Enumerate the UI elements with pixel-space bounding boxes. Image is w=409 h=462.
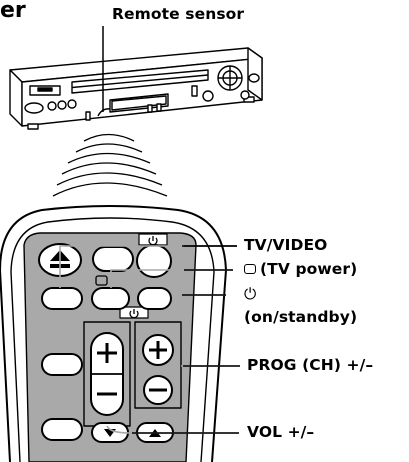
on-standby-symbol: ⏻ bbox=[244, 285, 257, 303]
minus-icon bbox=[97, 388, 167, 396]
remote-control bbox=[0, 205, 227, 462]
tv-power-box-icon bbox=[95, 275, 108, 286]
label-leader-lines-dark bbox=[132, 245, 240, 434]
remote-sensor-label: Remote sensor bbox=[112, 5, 245, 23]
vcr-unit bbox=[9, 47, 263, 130]
power-icon bbox=[129, 236, 158, 319]
vol-label: VOL +/– bbox=[247, 423, 315, 441]
prog-label: PROG (CH) +/– bbox=[247, 356, 374, 374]
on-standby-label: (on/standby) bbox=[244, 308, 358, 326]
tv-power-symbol-icon bbox=[244, 264, 256, 274]
infrared-signal-waves bbox=[52, 133, 168, 197]
tv-power-label: (TV power) bbox=[244, 260, 358, 278]
section-heading-fragment: er bbox=[0, 0, 26, 23]
plus-icon bbox=[97, 341, 167, 363]
tv-power-text: (TV power) bbox=[260, 260, 358, 278]
tv-video-label: TV/VIDEO bbox=[244, 236, 328, 254]
